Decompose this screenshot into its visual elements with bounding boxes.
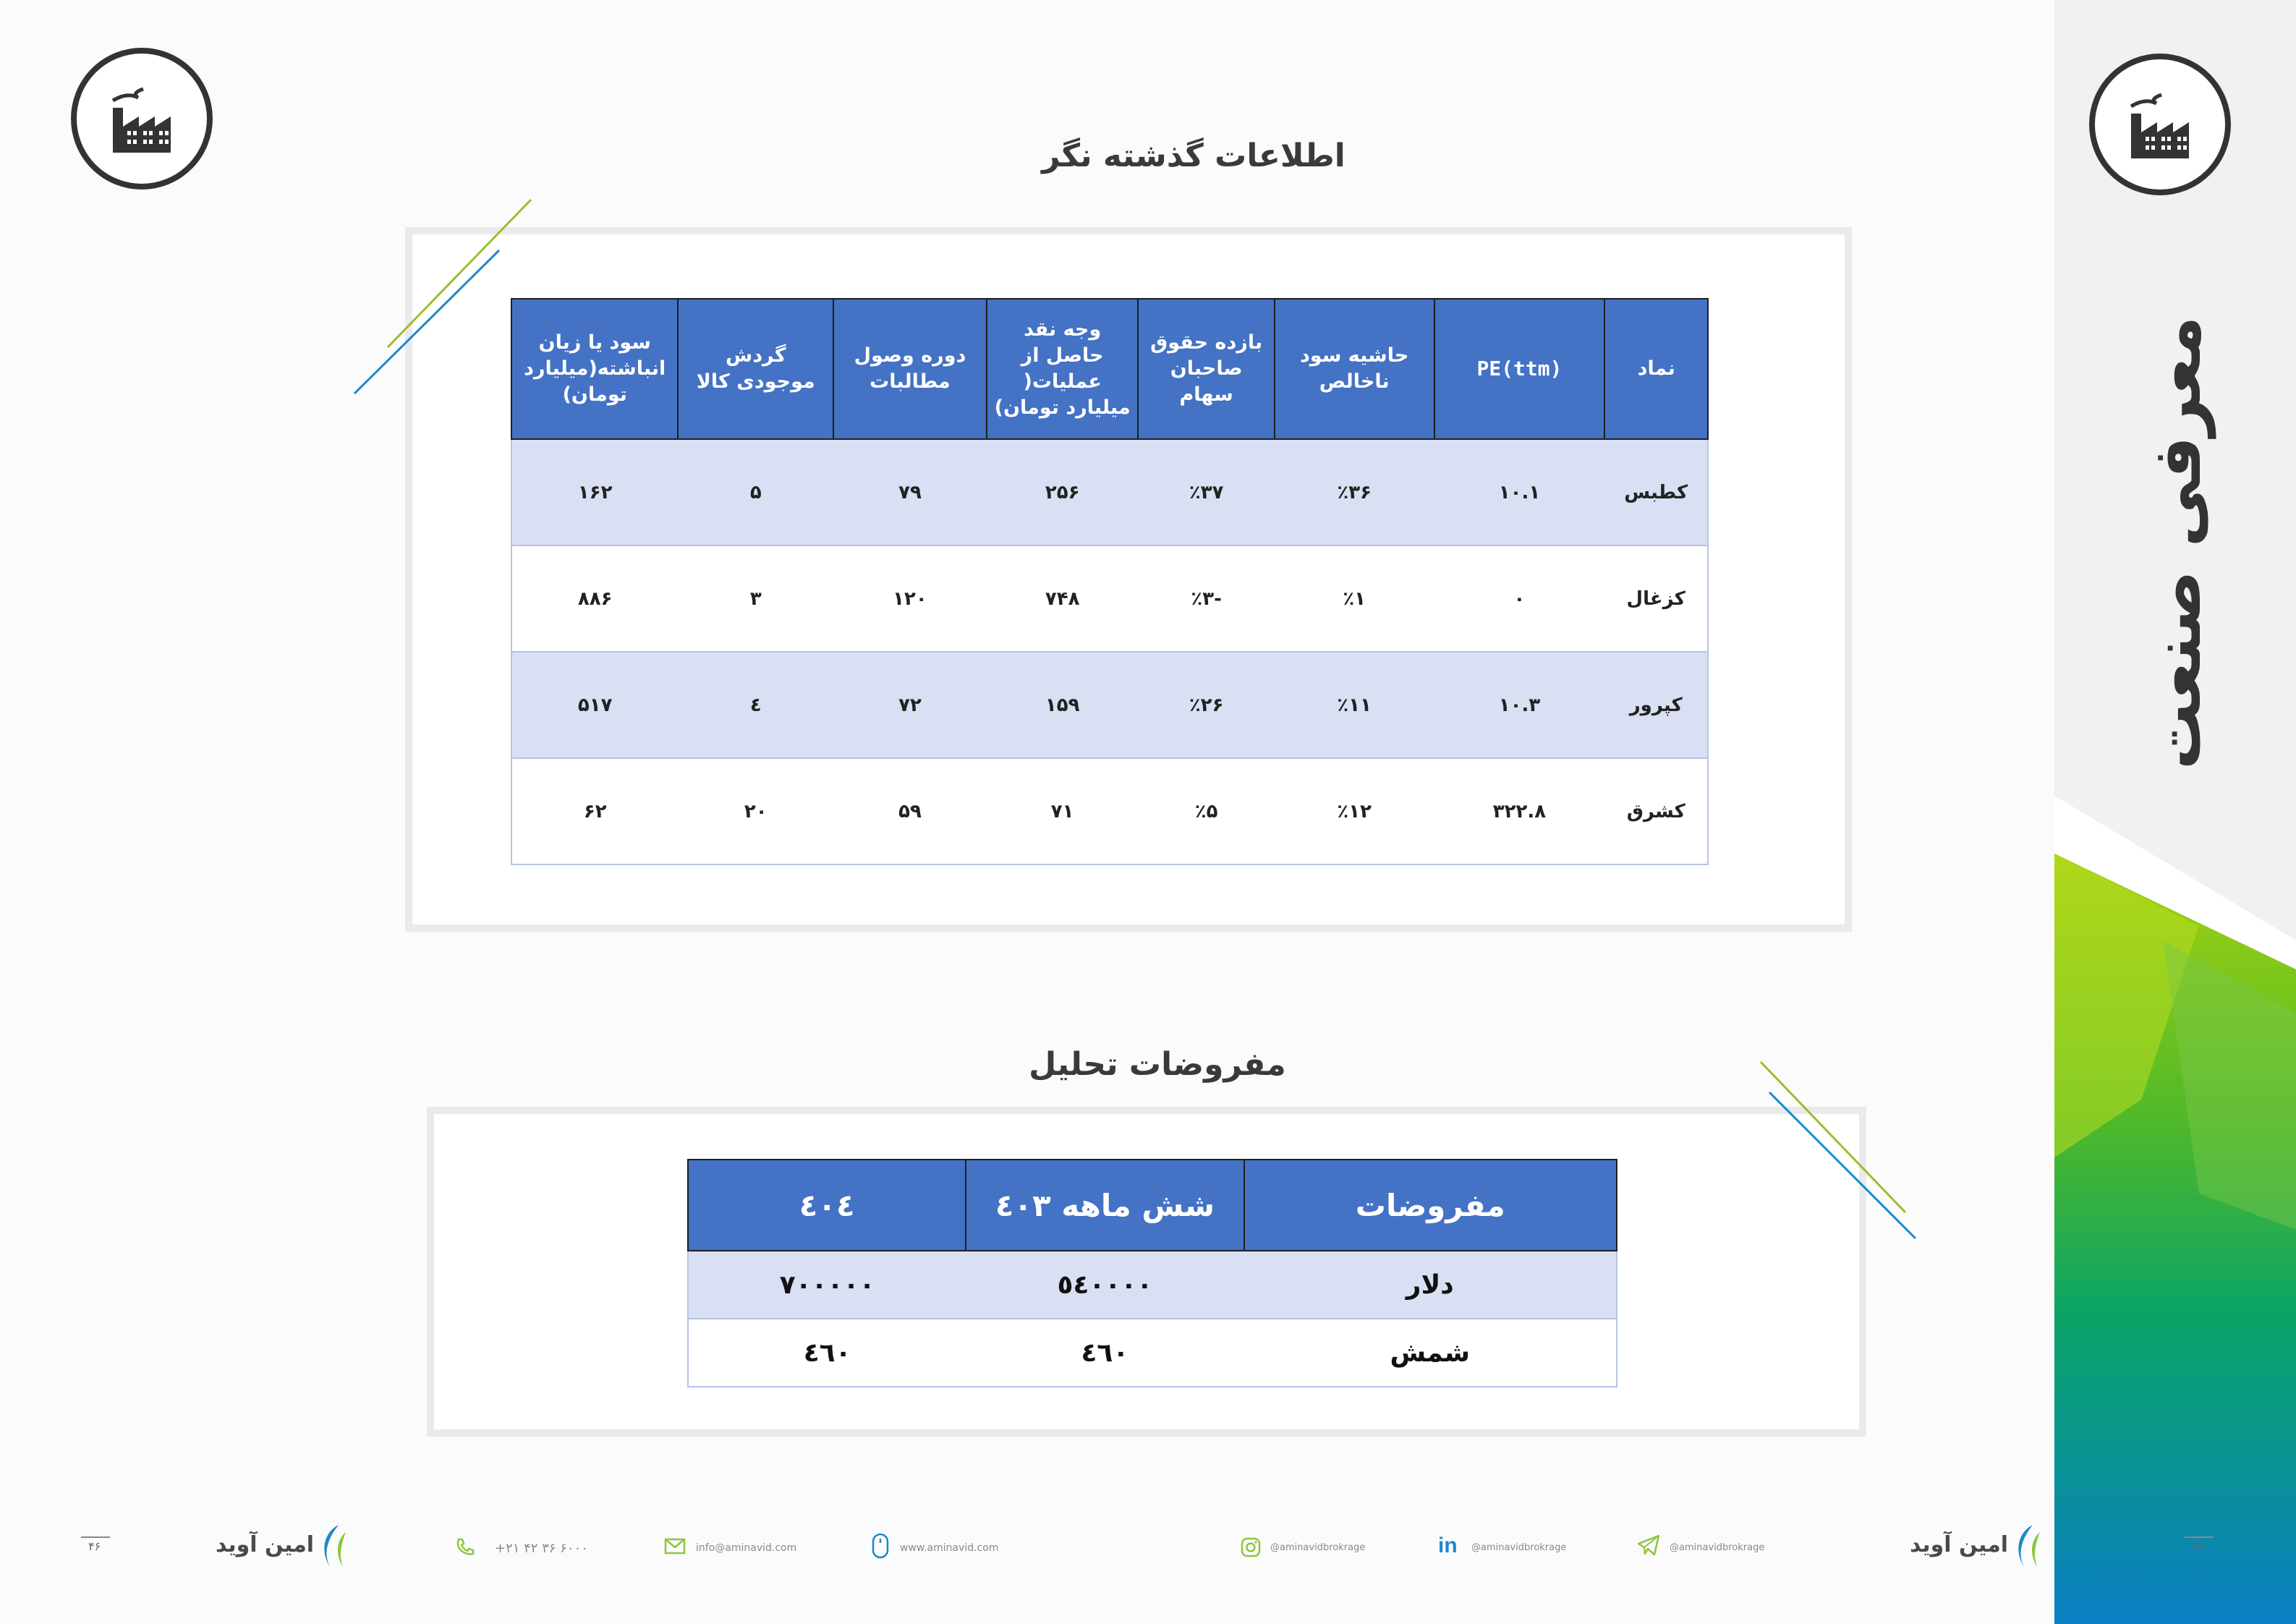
brand-logo-left: [324, 1525, 346, 1567]
website-url[interactable]: www.aminavid.com: [900, 1542, 999, 1554]
phone-icon: [456, 1538, 475, 1555]
brand-name-left: امین آوید: [216, 1532, 315, 1557]
side-panel: [2054, 0, 2296, 1624]
mail-icon: [664, 1538, 686, 1555]
table-cell: ٪۱۱: [1274, 652, 1434, 758]
table-cell: کشرق: [1604, 758, 1708, 864]
table-cell: کزغال: [1604, 545, 1708, 652]
col-header: نماد: [1604, 298, 1709, 440]
table-cell: ٪۱: [1274, 545, 1434, 652]
linkedin-handle[interactable]: @aminavidbrokrage: [1471, 1542, 1567, 1553]
table-cell: ۲۵۶: [986, 439, 1139, 545]
table-cell: ۷۲: [833, 652, 987, 758]
decor-lines-top: [353, 198, 532, 395]
table-cell: ۷۴۸: [986, 545, 1139, 652]
table-cell: کپرور: [1604, 652, 1708, 758]
table-cell: ۳: [678, 545, 834, 652]
col-header: سود یا زیان انباشته(میلیارد تومان): [510, 298, 679, 440]
telegram-icon[interactable]: [1636, 1534, 1661, 1557]
decor-lines-bottom: [1759, 1060, 1917, 1240]
table-cell: -٪۳: [1138, 545, 1275, 652]
table-cell: شمش: [1243, 1319, 1617, 1387]
table-cell: ٤٦۰: [966, 1319, 1244, 1387]
factory-logo-right: [2089, 54, 2231, 195]
brand-name-right: امین آوید: [1910, 1532, 2009, 1557]
table-row: کزغال ۰ ٪۱ -٪۳ ۷۴۸ ۱۲۰ ۳ ۸۸۶: [511, 545, 1708, 652]
page-line-left: [81, 1536, 110, 1538]
table-cell: ۷۱: [986, 758, 1139, 864]
side-title-container: معرفی صنعت: [2069, 315, 2286, 769]
table-row: کطبس ۱۰.۱ ٪۳۶ ٪۳۷ ۲۵۶ ۷۹ ۵ ۱۶۲: [511, 439, 1708, 545]
side-title: معرفی صنعت: [2138, 315, 2216, 770]
table-cell: ۵۹: [833, 758, 987, 864]
table-row: شمش ٤٦۰ ٤٦۰: [688, 1319, 1617, 1387]
col-header: حاشیه سود ناخالص: [1273, 298, 1435, 440]
table-row: کپرور ۱۰.۳ ٪۱۱ ٪۲۶ ۱۵۹ ۷۲ ٤ ۵۱۷: [511, 652, 1708, 758]
brand-logo-right: [2018, 1525, 2040, 1567]
table-cell: ۱۵۹: [986, 652, 1139, 758]
instagram-icon[interactable]: [1240, 1536, 1262, 1558]
col-header: ٤۰٤: [686, 1159, 967, 1251]
page-number-right: ۴۷: [2192, 1539, 2205, 1553]
col-header: دوره وصول مطالبات: [833, 298, 987, 440]
table-cell: ۱۰.۱: [1434, 439, 1605, 545]
table-cell: دلار: [1243, 1251, 1617, 1319]
table-cell: ٪۳۶: [1274, 439, 1434, 545]
page-line-right: [2185, 1536, 2214, 1538]
mouse-icon: [872, 1533, 889, 1559]
phone-number: +۲۱ ۴۲ ۳۶ ۶۰۰۰: [495, 1541, 588, 1556]
col-header: مفروضات: [1243, 1159, 1618, 1251]
assumptions-table: مفروضات شش ماهه ٤۰۳ ٤۰٤ دلار ٥٤۰۰۰۰ ۷۰۰۰…: [686, 1159, 1618, 1387]
assumptions-title: مفروضات تحلیل: [1029, 1046, 1286, 1083]
table-cell: کطبس: [1604, 439, 1708, 545]
telegram-handle[interactable]: @aminavidbrokrage: [1670, 1542, 1765, 1553]
table-cell: ٪۵: [1138, 758, 1275, 864]
table-cell: ٪۱۲: [1274, 758, 1434, 864]
table-row: دلار ٥٤۰۰۰۰ ۷۰۰۰۰۰: [688, 1251, 1617, 1319]
table-cell: ۸۸۶: [511, 545, 679, 652]
instagram-handle[interactable]: @aminavidbrokrage: [1270, 1542, 1366, 1553]
table-cell: ٪۳۷: [1138, 439, 1275, 545]
table-cell: ۷۰۰۰۰۰: [688, 1251, 966, 1319]
table-cell: ۱۰.۳: [1434, 652, 1605, 758]
email-address[interactable]: info@aminavid.com: [696, 1542, 797, 1554]
table-cell: ٤: [678, 652, 834, 758]
table-cell: ۶۲: [511, 758, 679, 864]
side-panel-decoration: [2054, 796, 2296, 1624]
table-cell: ۵: [678, 439, 834, 545]
table-cell: ۵۱۷: [511, 652, 679, 758]
table-cell: ۱۲۰: [833, 545, 987, 652]
factory-logo-left: [71, 48, 213, 190]
table-cell: ۱۶۲: [511, 439, 679, 545]
col-header: PE(ttm): [1433, 298, 1606, 440]
table-cell: ٤٦۰: [688, 1319, 966, 1387]
col-header: وجه نقد حاصل از عملیات( میلیارد تومان): [985, 298, 1139, 440]
table-cell: ۲۰: [678, 758, 834, 864]
history-title: اطلاعات گذشته نگر: [1042, 137, 1345, 174]
linkedin-icon[interactable]: in: [1438, 1534, 1458, 1557]
table-cell: ۷۹: [833, 439, 987, 545]
table-row: کشرق ۳۲۲.۸ ٪۱۲ ٪۵ ۷۱ ۵۹ ۲۰ ۶۲: [511, 758, 1708, 864]
table-cell: ٥٤۰۰۰۰: [966, 1251, 1244, 1319]
factory-icon: [2130, 93, 2189, 158]
col-header: گردش موجودی کالا: [677, 298, 835, 440]
factory-icon: [111, 87, 171, 153]
table-cell: ٪۲۶: [1138, 652, 1275, 758]
col-header: بازده حقوق صاحبان سهام: [1137, 298, 1275, 440]
history-table: نماد PE(ttm) حاشیه سود ناخالص بازده حقوق…: [510, 298, 1709, 865]
table-cell: ۰: [1434, 545, 1605, 652]
table-cell: ۳۲۲.۸: [1434, 758, 1605, 864]
page-number-left: ۴۶: [88, 1539, 101, 1553]
col-header: شش ماهه ٤۰۳: [965, 1159, 1245, 1251]
